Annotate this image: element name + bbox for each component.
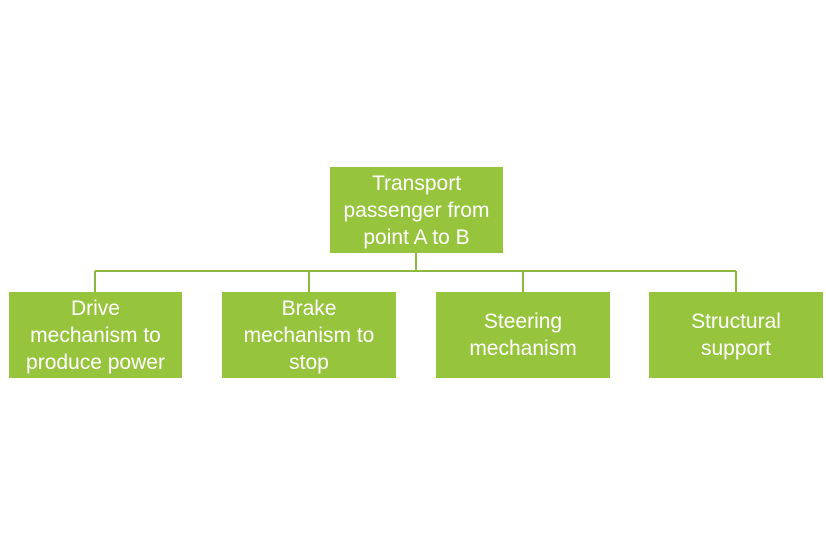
child-node-label: Brake mechanism to stop — [243, 296, 375, 374]
child-node-label: Steering mechanism — [469, 310, 577, 360]
child-node-label: Structural support — [691, 310, 781, 360]
child-node-structural: Structural support — [649, 292, 823, 378]
root-node-label: Transport passenger from point A to B — [343, 171, 490, 249]
child-node-drive: Drive mechanism to produce power — [9, 292, 182, 378]
child-node-label: Drive mechanism to produce power — [26, 296, 165, 374]
child-node-brake: Brake mechanism to stop — [222, 292, 396, 378]
child-node-steering: Steering mechanism — [436, 292, 610, 378]
root-node: Transport passenger from point A to B — [330, 167, 503, 253]
